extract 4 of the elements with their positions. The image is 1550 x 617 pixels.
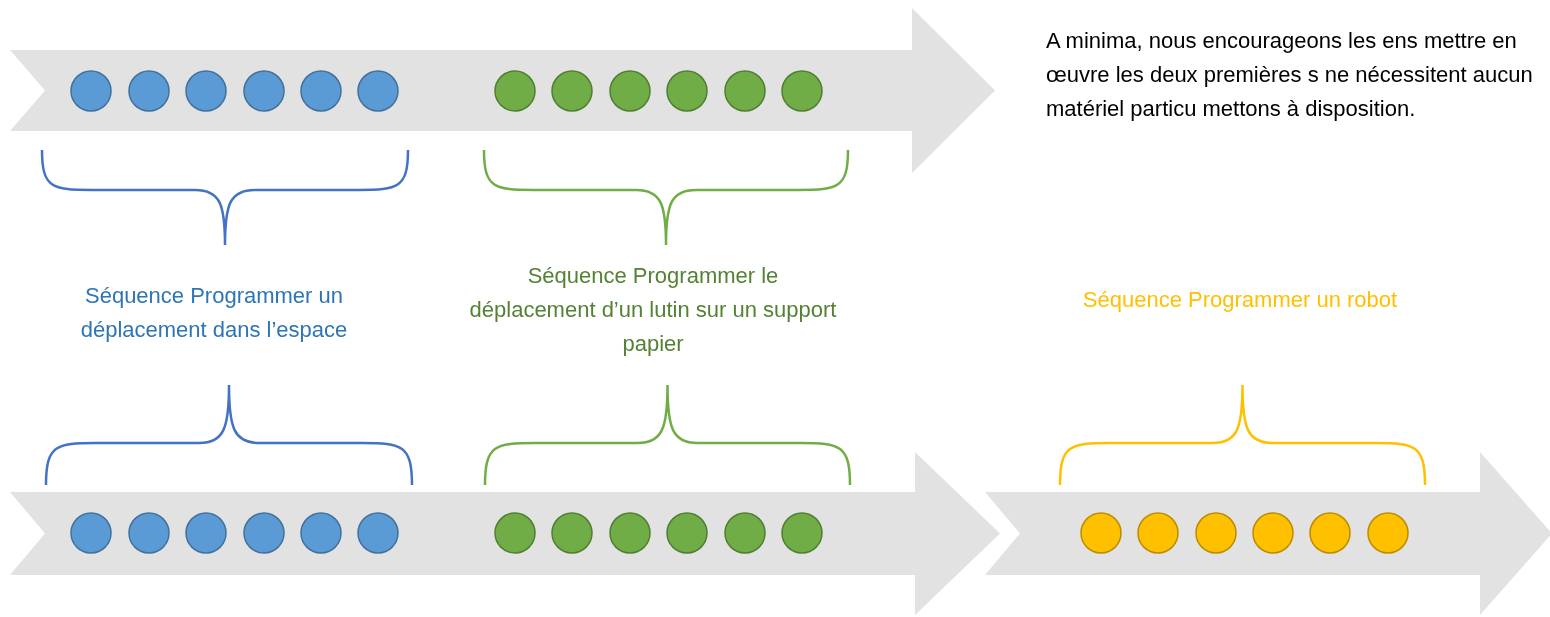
sequence-label: Séquence Programmer le déplacement d’un lutin sur un support papier: [468, 262, 838, 358]
sequence-label: Séquence Programmer un déplacement dans l’espace: [79, 282, 349, 344]
note-paragraph: A minima, nous encourageons les ens mettre en œuvre les deux premières s ne nécessitent aucun matériel particu mettons à disposition.: [1046, 27, 1534, 123]
sequence-label: Séquence Programmer un robot: [1081, 286, 1399, 314]
